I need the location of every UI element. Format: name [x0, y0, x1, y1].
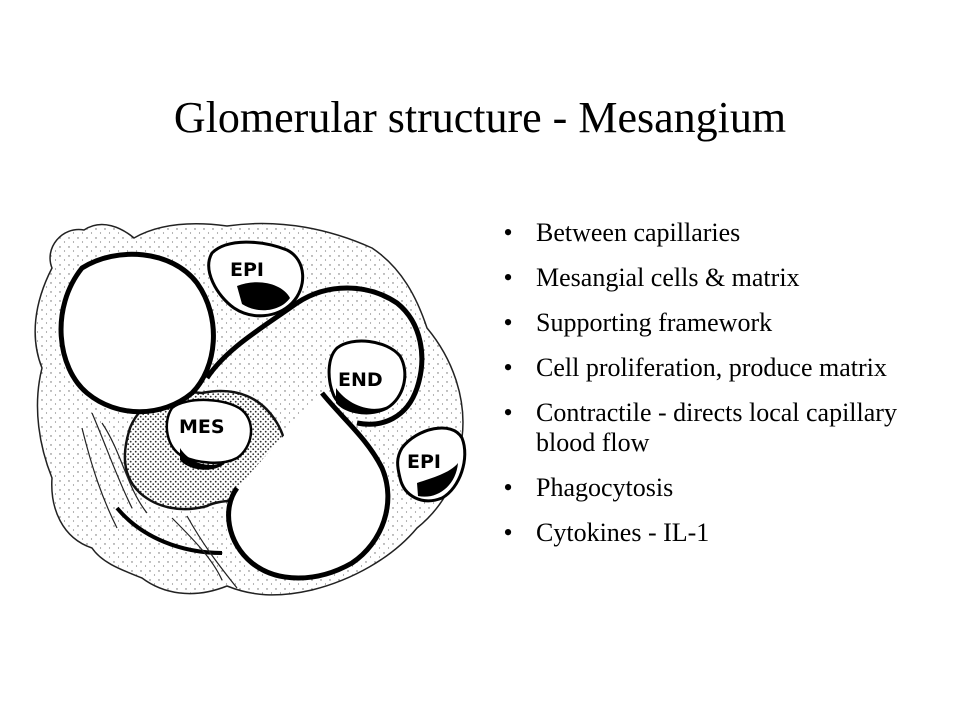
bullet-item: • Phagocytosis: [498, 473, 938, 503]
bullet-dot: •: [498, 308, 518, 338]
bullet-text: Cell proliferation, produce matrix: [536, 353, 887, 382]
bullet-text: Contractile - directs local capillary bl…: [536, 398, 897, 457]
bullet-text: Supporting framework: [536, 308, 772, 337]
capillary-loop-left: [61, 254, 213, 411]
bullet-item: • Cell proliferation, produce matrix: [498, 353, 938, 383]
bullet-text: Phagocytosis: [536, 473, 673, 502]
endothelial-cell: END: [329, 341, 405, 414]
slide-title: Glomerular structure - Mesangium: [0, 92, 960, 145]
bullet-text: Cytokines - IL-1: [536, 518, 709, 547]
bullet-item: • Contractile - directs local capillary b…: [498, 398, 938, 458]
bullet-list: • Between capillaries • Mesangial cells & …: [498, 218, 938, 563]
bullet-dot: •: [498, 263, 518, 293]
glomerulus-illustration: EPI END MES EPI: [22, 208, 482, 602]
mes-label: MES: [179, 416, 225, 438]
bullet-item: • Mesangial cells & matrix: [498, 263, 938, 293]
bullet-item: • Supporting framework: [498, 308, 938, 338]
epi-right-label: EPI: [407, 451, 441, 473]
bullet-dot: •: [498, 353, 518, 383]
bullet-dot: •: [498, 518, 518, 548]
end-label: END: [338, 369, 383, 391]
bullet-dot: •: [498, 473, 518, 503]
bullet-dot: •: [498, 218, 518, 248]
bullet-dot: •: [498, 398, 518, 428]
bullet-item: • Cytokines - IL-1: [498, 518, 938, 548]
bullet-text: Between capillaries: [536, 218, 740, 247]
epi-top-label: EPI: [230, 259, 264, 281]
bullet-text: Mesangial cells & matrix: [536, 263, 800, 292]
bullet-item: • Between capillaries: [498, 218, 938, 248]
